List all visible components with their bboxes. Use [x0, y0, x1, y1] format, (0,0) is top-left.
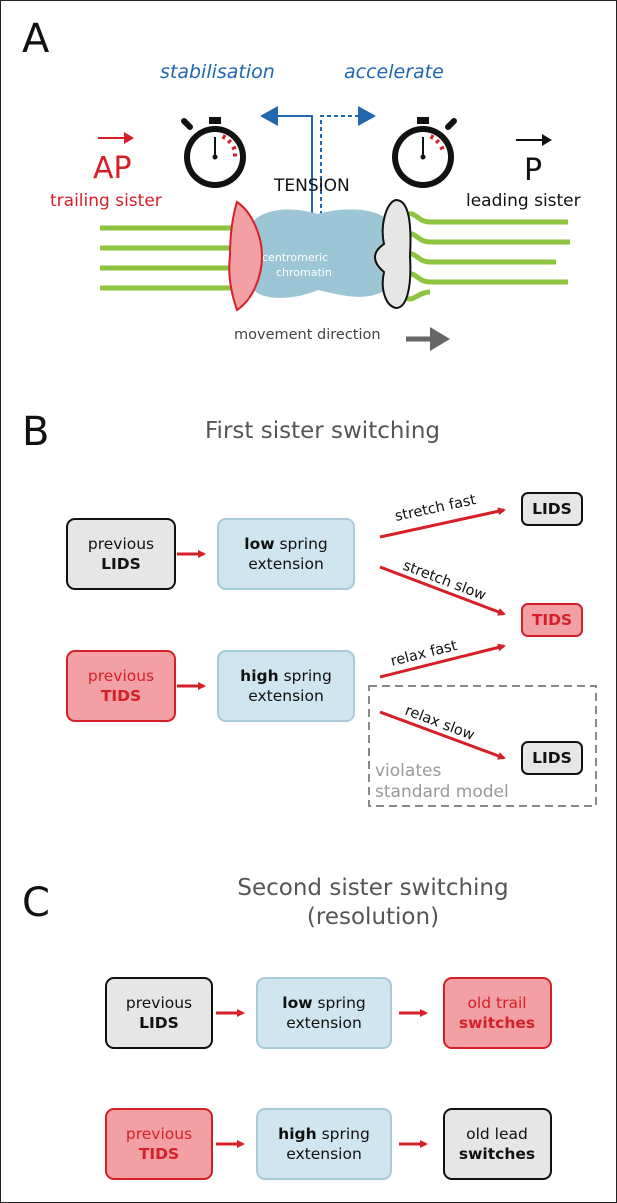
box-line2: extension	[286, 1014, 362, 1032]
out-lids-1: LIDS	[521, 492, 583, 526]
panel-b-title: First sister switching	[205, 418, 440, 444]
box-low-spring-extension: low spring extension	[217, 518, 355, 590]
trailing-kinetochore	[228, 200, 264, 312]
panel-b: B First sister switching previous LIDS l…	[22, 409, 597, 807]
box-bold: low	[282, 994, 312, 1012]
arrow-right-icon	[98, 132, 134, 144]
svg-text:high spring: high spring	[278, 1125, 370, 1143]
svg-text:low spring: low spring	[244, 535, 327, 553]
centromeric-line2: chromatin	[276, 266, 332, 279]
c-box-old-lead-switches: old lead switches	[443, 1108, 552, 1180]
microtubules-left	[100, 222, 244, 294]
box-bold: high	[240, 667, 278, 685]
violates-line1: violates	[375, 761, 441, 781]
accelerate-label: accelerate	[344, 61, 444, 83]
box-line2: LIDS	[101, 555, 141, 573]
box-line1: previous	[126, 994, 192, 1012]
arrow-stretch-slow	[379, 565, 506, 616]
c-box-previous-tids: previous TIDS	[105, 1108, 213, 1180]
box-line1: previous	[126, 1125, 192, 1143]
violates-box	[368, 685, 597, 807]
stopwatch-icon	[181, 117, 246, 188]
ap-symbol: AP	[93, 151, 132, 186]
svg-text:low spring: low spring	[282, 994, 365, 1012]
box-line2: switches	[459, 1014, 535, 1032]
box-bold: low	[244, 535, 274, 553]
box-line1: previous	[88, 667, 154, 685]
leading-sister-label: leading sister	[466, 191, 581, 211]
movement-arrow	[406, 327, 450, 351]
out-lids-2: LIDS	[521, 741, 583, 775]
box-previous-lids: previous LIDS	[66, 518, 176, 590]
panel-c-title-line2: (resolution)	[307, 904, 439, 930]
microtubules-right	[404, 211, 570, 302]
box-rest: spring	[317, 1125, 370, 1143]
violates-line2: standard model	[375, 782, 509, 802]
stopwatch-icon	[392, 117, 457, 188]
box-line2: TIDS	[101, 687, 141, 705]
arrow-relax-slow	[379, 710, 506, 760]
box-bold: high	[278, 1125, 316, 1143]
box-line2: extension	[286, 1145, 362, 1163]
box-label: LIDS	[532, 749, 572, 767]
panel-a: A stabilisation accelerate	[22, 16, 581, 351]
box-line2: switches	[459, 1145, 535, 1163]
svg-text:high spring: high spring	[240, 667, 332, 685]
panel-c-title-line1: Second sister switching	[237, 875, 508, 901]
c-box-high-spring-extension: high spring extension	[256, 1108, 392, 1180]
box-line1: old lead	[466, 1125, 528, 1143]
panel-c: C Second sister switching (resolution) p…	[22, 875, 552, 1180]
tension-label: TENSION	[273, 176, 350, 196]
box-rest: spring	[313, 994, 366, 1012]
box-label: LIDS	[532, 500, 572, 518]
c-box-old-trail-switches: old trail switches	[443, 977, 552, 1049]
arrow-right-icon	[516, 134, 552, 146]
c-box-low-spring-extension: low spring extension	[256, 977, 392, 1049]
panel-c-letter: C	[22, 880, 50, 926]
trailing-sister-label: trailing sister	[50, 191, 162, 211]
centromeric-chromatin	[246, 209, 392, 298]
stabilisation-label: stabilisation	[160, 61, 275, 83]
tension-arrows	[260, 106, 376, 215]
movement-direction-label: movement direction	[234, 327, 381, 343]
p-symbol: P	[524, 153, 542, 188]
box-rest: spring	[279, 667, 332, 685]
arrow-relax-fast	[379, 643, 506, 679]
box-line2: TIDS	[139, 1145, 179, 1163]
box-line2: extension	[248, 687, 324, 705]
box-line1: old trail	[467, 994, 526, 1012]
centromeric-line1: centromeric	[262, 251, 328, 264]
box-rest: spring	[275, 535, 328, 553]
c-box-previous-lids: previous LIDS	[105, 977, 213, 1049]
leading-kinetochore	[374, 198, 412, 310]
out-tids: TIDS	[521, 603, 583, 637]
box-line2: extension	[248, 555, 324, 573]
box-high-spring-extension: high spring extension	[217, 650, 355, 722]
box-line2: LIDS	[139, 1014, 179, 1032]
arrow-stretch-fast	[379, 507, 506, 539]
box-line1: previous	[88, 535, 154, 553]
box-label: TIDS	[532, 611, 572, 629]
box-previous-tids: previous TIDS	[66, 650, 176, 722]
panel-b-letter: B	[22, 409, 49, 455]
panel-a-letter: A	[22, 16, 50, 62]
